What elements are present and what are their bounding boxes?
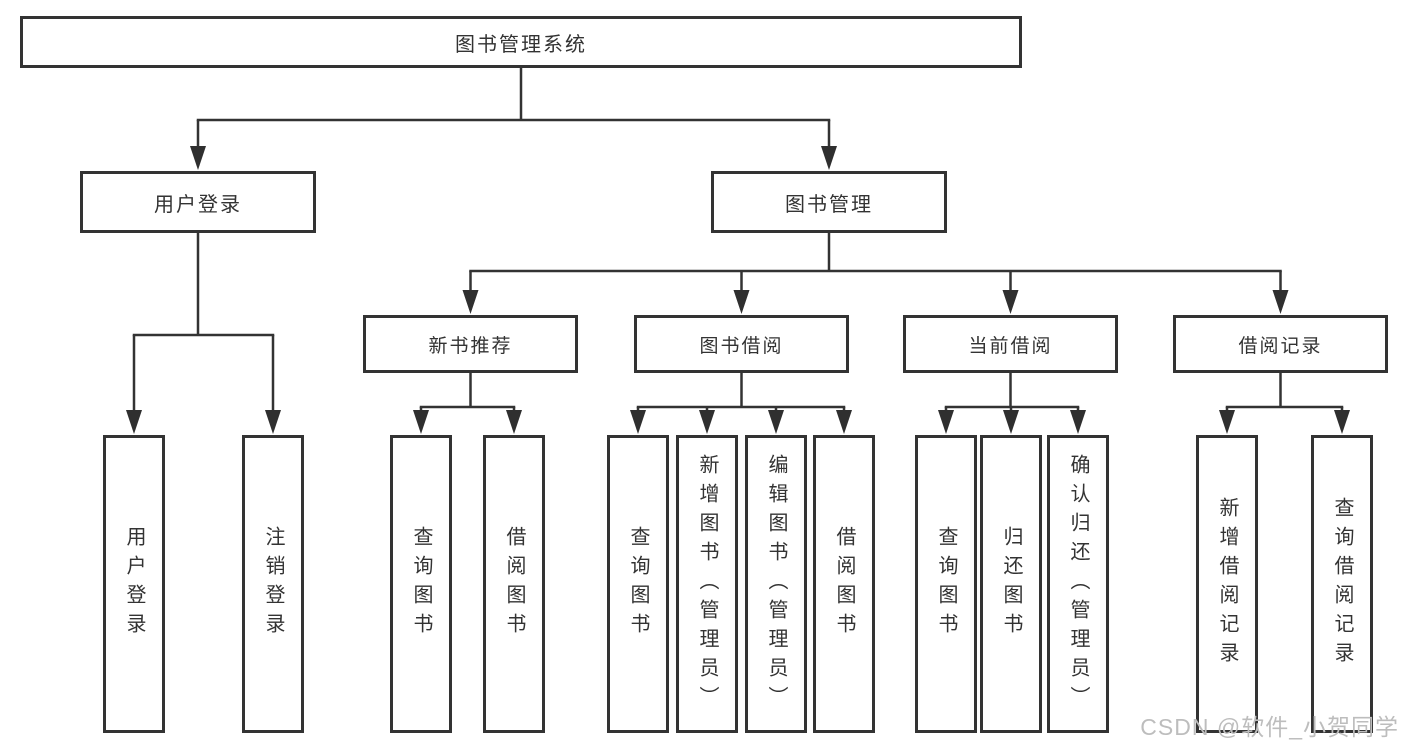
leaf-query-books-current: 查询图书 (915, 435, 977, 733)
leaf-add-borrow-record: 新增借阅记录 (1196, 435, 1258, 733)
node-library-management-system: 图书管理系统 (20, 16, 1022, 68)
leaf-query-books-recommend: 查询图书 (390, 435, 452, 733)
leaf-label: 确认归还（管理员） (1067, 453, 1089, 715)
leaf-label: 注销登录 (262, 526, 284, 642)
node-label: 图书管理 (785, 193, 873, 216)
leaf-query-books-borrowing: 查询图书 (607, 435, 669, 733)
node-borrowing-records: 借阅记录 (1173, 315, 1388, 373)
leaf-add-books-admin: 新增图书（管理员） (676, 435, 738, 733)
node-user-login: 用户登录 (80, 171, 316, 233)
node-label: 图书借阅 (699, 335, 784, 357)
leaf-borrow-books-recommend: 借阅图书 (483, 435, 545, 733)
leaf-query-borrow-record: 查询借阅记录 (1311, 435, 1373, 733)
node-book-borrowing: 图书借阅 (634, 315, 849, 373)
leaf-label: 查询借阅记录 (1331, 497, 1353, 671)
leaf-label: 查询图书 (410, 526, 432, 642)
leaf-label: 查询图书 (935, 526, 957, 642)
leaf-label: 查询图书 (627, 526, 649, 642)
csdn-watermark: CSDN @软件_小贺同学 (1140, 714, 1399, 740)
node-current-borrowing: 当前借阅 (903, 315, 1118, 373)
node-label: 用户登录 (154, 193, 242, 216)
node-label: 当前借阅 (968, 335, 1053, 357)
node-label: 图书管理系统 (455, 33, 587, 56)
leaf-label: 新增图书（管理员） (696, 453, 718, 715)
leaf-label: 用户登录 (123, 526, 145, 642)
leaf-label: 编辑图书（管理员） (765, 453, 787, 715)
leaf-return-books: 归还图书 (980, 435, 1042, 733)
node-book-management: 图书管理 (711, 171, 947, 233)
node-new-book-recommendation: 新书推荐 (363, 315, 578, 373)
leaf-borrow-books: 借阅图书 (813, 435, 875, 733)
leaf-label: 归还图书 (1000, 526, 1022, 642)
leaf-edit-books-admin: 编辑图书（管理员） (745, 435, 807, 733)
leaf-logout: 注销登录 (242, 435, 304, 733)
leaf-label: 借阅图书 (833, 526, 855, 642)
leaf-confirm-return-admin: 确认归还（管理员） (1047, 435, 1109, 733)
node-label: 新书推荐 (428, 335, 513, 357)
leaf-label: 借阅图书 (503, 526, 525, 642)
leaf-user-login: 用户登录 (103, 435, 165, 733)
node-label: 借阅记录 (1238, 335, 1323, 357)
leaf-label: 新增借阅记录 (1216, 497, 1238, 671)
